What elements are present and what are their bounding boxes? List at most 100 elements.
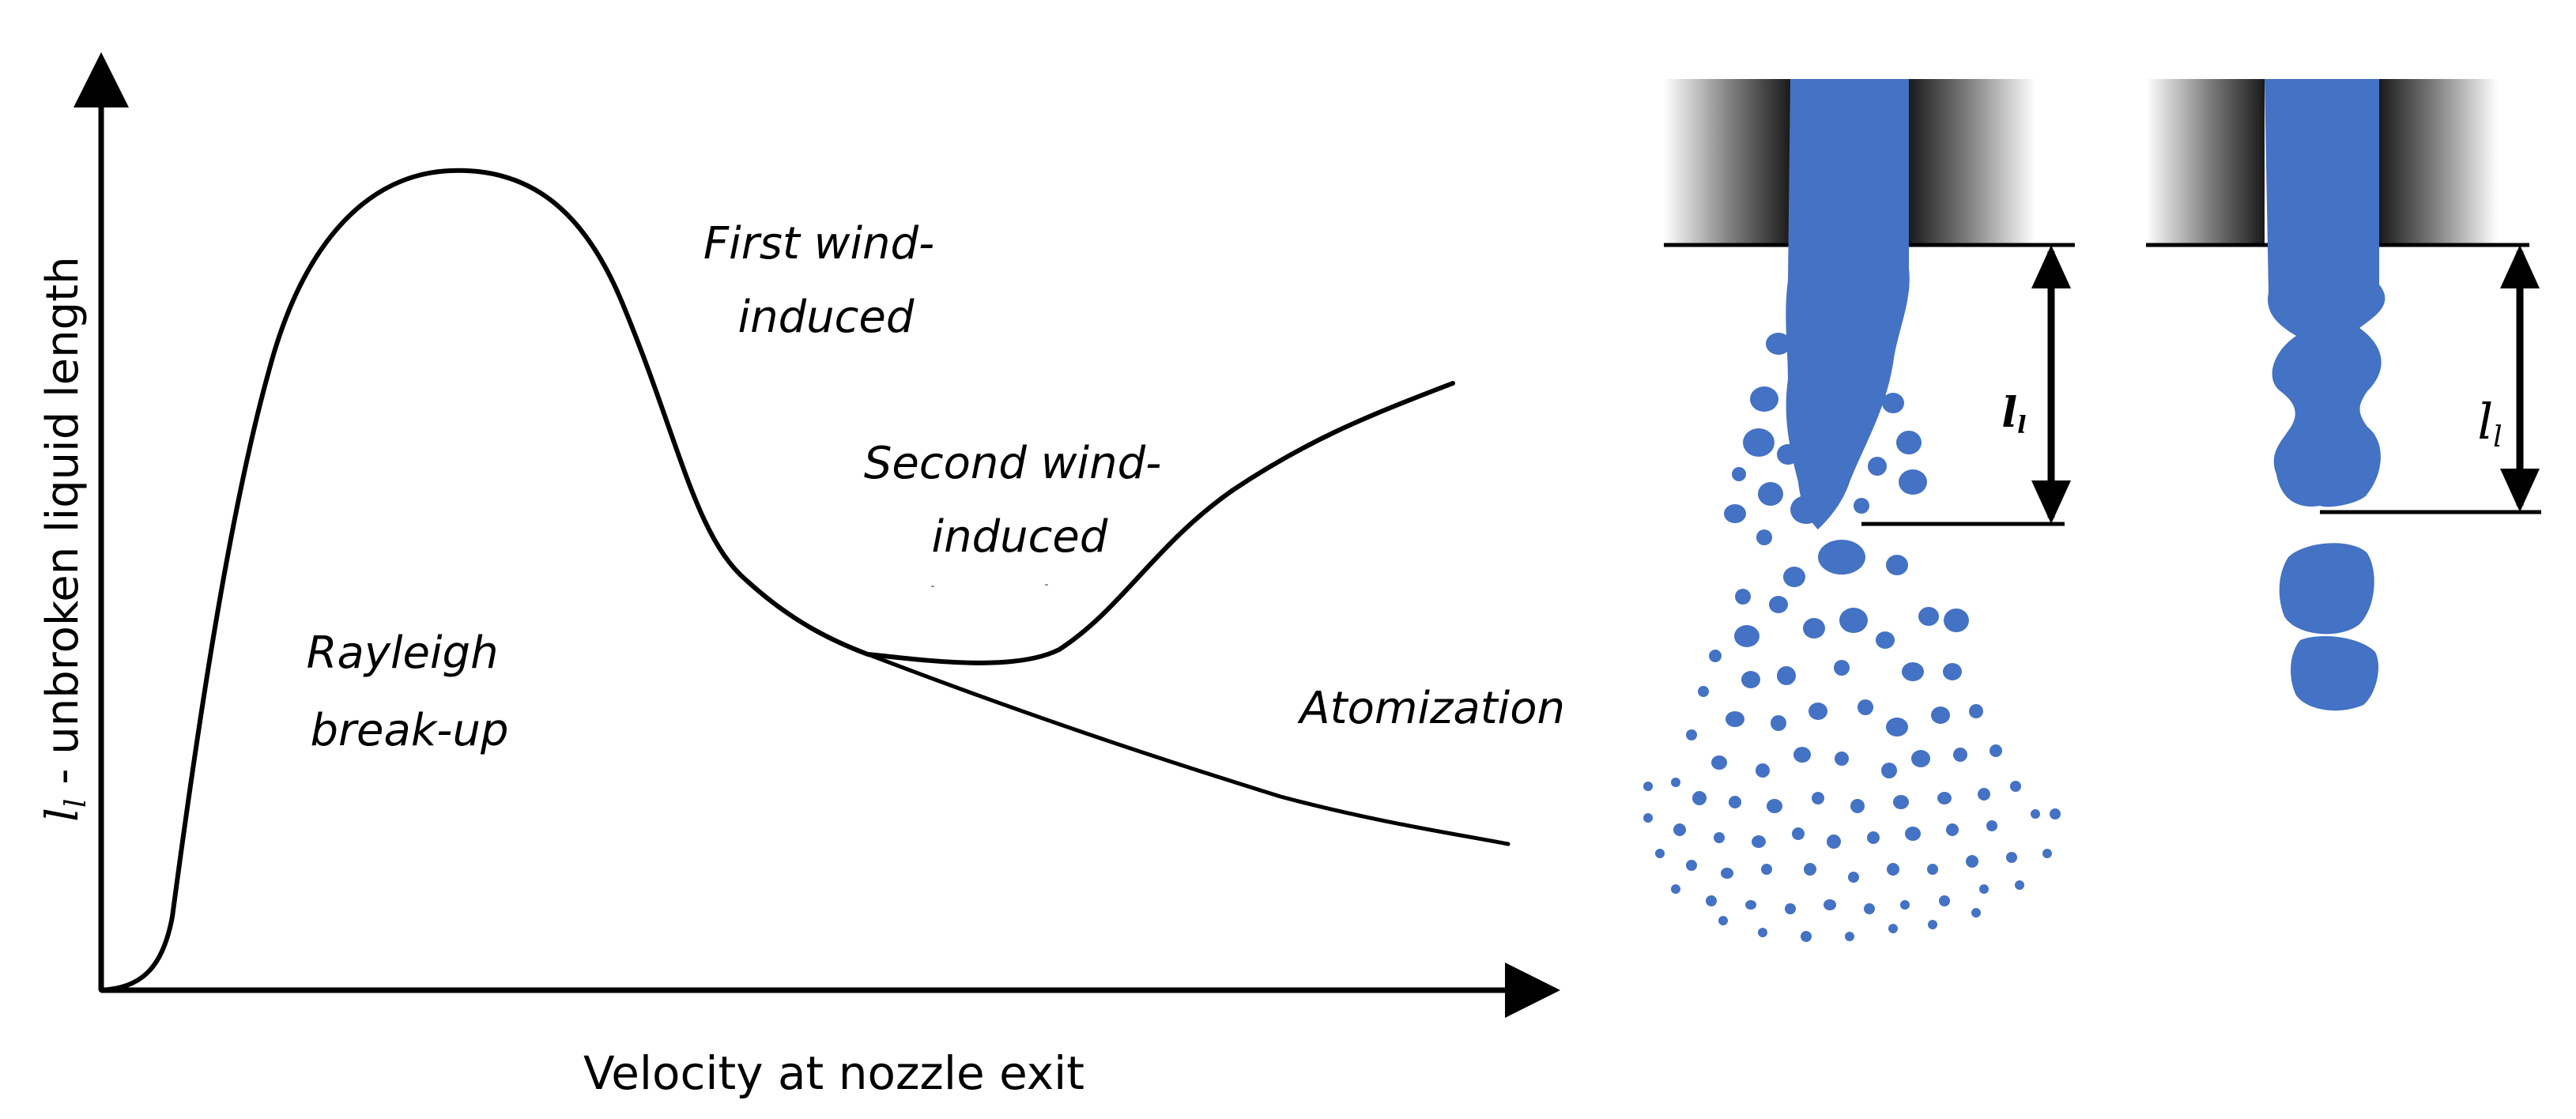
spray-droplet xyxy=(1761,864,1772,875)
nozzle-wall-left xyxy=(2146,79,2265,245)
detached-drop xyxy=(2291,636,2379,711)
spray-droplet xyxy=(1803,618,1825,639)
spray-droplet xyxy=(1893,795,1909,809)
spray-droplet xyxy=(1944,608,1969,632)
spray-droplet xyxy=(1741,671,1760,688)
spray-droplet xyxy=(2015,880,2024,890)
spray-droplet xyxy=(1886,718,1908,737)
spray-droplet xyxy=(1735,589,1751,605)
spray-droplet xyxy=(1887,863,1899,876)
spray-droplet xyxy=(1899,469,1927,495)
x-axis-label: Velocity at nozzle exit xyxy=(583,1046,1084,1100)
spray-droplet xyxy=(1808,703,1827,720)
spray-droplet xyxy=(1801,931,1812,942)
spray-droplet xyxy=(1986,820,1997,831)
spray-droplet xyxy=(1868,457,1887,476)
spray-droplet xyxy=(1767,799,1782,813)
spray-droplet xyxy=(1886,555,1908,575)
spray-droplet xyxy=(1769,596,1788,613)
spray-droplet xyxy=(1845,932,1854,941)
spray-droplet xyxy=(1726,711,1744,727)
spray-droplet xyxy=(1785,903,1796,914)
spray-droplet xyxy=(1750,386,1778,412)
spray-droplet xyxy=(1732,467,1746,481)
spray-droplet xyxy=(1771,715,1786,731)
nozzle-wall-left xyxy=(1664,79,1790,245)
spray-droplet xyxy=(1905,827,1921,841)
y-axis-label: ll - unbroken liquid length xyxy=(37,256,92,822)
spray-droplet xyxy=(1777,444,1799,465)
spray-droplet xyxy=(1835,752,1849,766)
spray-droplet xyxy=(1937,792,1952,804)
spray-droplet xyxy=(1745,900,1756,910)
spray-droplet xyxy=(1793,747,1811,763)
spray-droplet xyxy=(1788,362,1808,381)
spray-droplet xyxy=(1953,748,1967,762)
spray-droplet xyxy=(2006,852,2017,863)
spray-droplet xyxy=(1686,860,1697,871)
spray-droplet xyxy=(1882,393,1904,413)
spray-droplet xyxy=(1643,813,1653,823)
spray-droplet xyxy=(1858,699,1873,715)
rayleigh-label: Rayleigh break-up xyxy=(307,627,513,756)
spray-droplet xyxy=(1804,863,1816,876)
spray-droplet xyxy=(1979,884,1989,894)
dimension-arrow-top xyxy=(2500,245,2540,288)
nozzle-wall-right xyxy=(1909,79,2035,245)
spray-droplet xyxy=(1927,864,1938,875)
spray-droplet xyxy=(2042,849,2052,858)
breakup-length-plot: ll - unbroken liquid length Velocity at … xyxy=(37,52,1565,1100)
spray-droplet xyxy=(1848,872,1859,883)
spray-droplet xyxy=(1686,729,1697,740)
spray-droplet xyxy=(1718,916,1728,925)
spray-droplet xyxy=(1709,650,1722,662)
spray-droplet xyxy=(1966,855,1978,868)
spray-droplet xyxy=(1854,498,1869,514)
spray-droplet xyxy=(2050,808,2061,819)
spray-droplet xyxy=(1794,401,1813,420)
spray-droplet xyxy=(1881,763,1897,778)
spray-droplet xyxy=(1692,791,1707,805)
detached-drop xyxy=(2279,543,2374,635)
spray-droplet xyxy=(1766,333,1791,355)
spray-droplet xyxy=(1812,792,1824,804)
spray-droplet xyxy=(1943,663,1962,680)
spray-droplet xyxy=(1867,831,1880,844)
spray-droplet xyxy=(1888,924,1898,933)
spray-droplet xyxy=(1792,827,1805,840)
spray-droplet xyxy=(1931,706,1950,724)
spray-droplet xyxy=(1990,744,2002,757)
spray-droplet xyxy=(1671,778,1680,787)
spray-droplet xyxy=(1824,899,1836,910)
spray-droplet xyxy=(1818,540,1865,575)
spray-droplet xyxy=(1900,900,1910,910)
spray-droplet xyxy=(1896,431,1922,454)
atomization-curve xyxy=(866,652,1511,846)
nozzle-wall-right xyxy=(2379,79,2498,245)
spray-droplet xyxy=(1758,482,1783,506)
spray-droplet xyxy=(1756,763,1770,778)
liquid-core xyxy=(1786,79,1910,529)
spray-droplet xyxy=(1969,704,1983,718)
breakup-length-curve xyxy=(99,168,1455,993)
spray-droplet xyxy=(1655,849,1665,858)
spray-droplet xyxy=(1939,895,1950,906)
rayleigh-nozzle-figure: ll xyxy=(2146,79,2541,711)
spray-droplet xyxy=(1673,823,1686,836)
spray-droplet xyxy=(1971,908,1981,917)
spray-droplet xyxy=(1814,425,1830,441)
breakup-length-label: ll xyxy=(2001,389,2026,439)
spray-droplet xyxy=(1729,796,1741,808)
spray-droplet xyxy=(1706,895,1717,906)
spray-droplet xyxy=(2031,809,2040,819)
spray-droplet xyxy=(1643,782,1653,791)
spray-droplet xyxy=(1698,686,1709,697)
spray-droplet xyxy=(1902,662,1924,681)
second-wind-label: Second wind- induced xyxy=(864,438,1175,563)
spray-droplet xyxy=(1790,495,1822,524)
breakup-length-label: ll xyxy=(2477,393,2502,454)
atomization-label: Atomization xyxy=(1297,683,1565,734)
spray-droplet xyxy=(1714,832,1725,843)
spray-droplet xyxy=(1946,823,1959,836)
